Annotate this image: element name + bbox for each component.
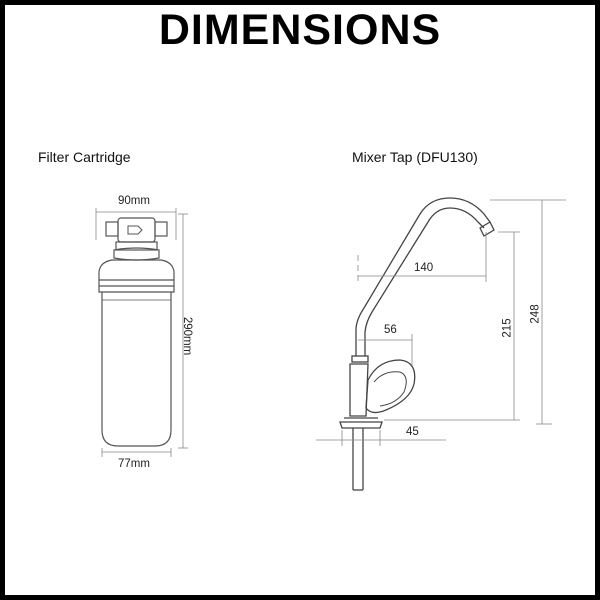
filter-width-bottom-label: 77mm xyxy=(118,458,150,470)
tap-reach-140-label: 140 xyxy=(414,262,434,274)
filter-width-top-label: 90mm xyxy=(118,195,150,207)
filter-height-label: 290mm xyxy=(181,316,194,356)
page-title: DIMENSIONS xyxy=(158,6,442,54)
tap-height-215-label: 215 xyxy=(501,318,514,338)
tap-dimension-lines xyxy=(316,199,566,446)
mixer-tap-drawing xyxy=(339,197,495,491)
mixer-tap-label: Mixer Tap (DFU130) xyxy=(352,149,478,165)
tap-base-45-label: 45 xyxy=(406,426,419,438)
filter-cartridge-drawing xyxy=(98,217,175,447)
tap-offset-56-label: 56 xyxy=(384,324,397,336)
filter-dimension-lines xyxy=(95,208,188,457)
tap-height-248-label: 248 xyxy=(529,304,542,324)
filter-cartridge-label: Filter Cartridge xyxy=(38,149,131,165)
